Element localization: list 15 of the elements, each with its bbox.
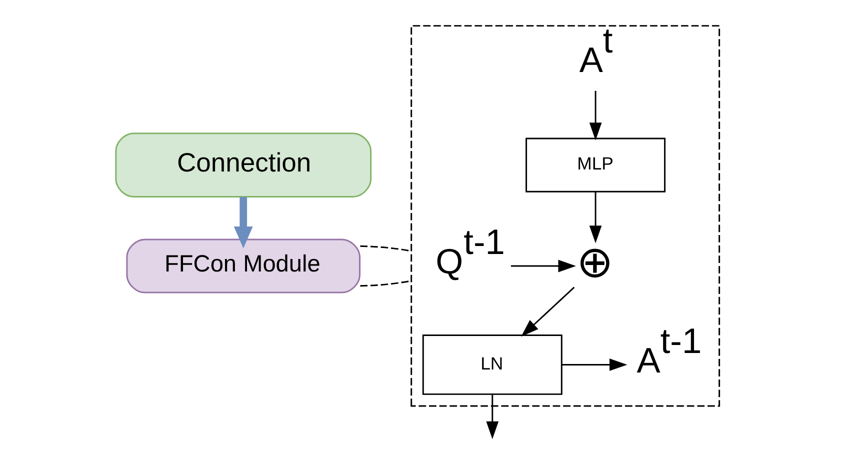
connector bbox=[360, 245, 412, 252]
connector bbox=[360, 280, 412, 287]
arrow bbox=[510, 260, 576, 272]
arrow bbox=[234, 197, 253, 248]
cluster bbox=[410, 25, 720, 407]
arrow bbox=[589, 90, 602, 140]
node-box: MLP bbox=[526, 138, 666, 192]
arrow bbox=[521, 286, 575, 337]
arrow bbox=[562, 358, 628, 371]
arrow bbox=[486, 394, 499, 440]
node-box: LN bbox=[422, 334, 562, 395]
node-box: Connection bbox=[115, 132, 372, 198]
arrow bbox=[589, 192, 602, 244]
node-box: FFCon Module bbox=[126, 238, 360, 294]
node-text: ⊕ bbox=[576, 238, 614, 288]
